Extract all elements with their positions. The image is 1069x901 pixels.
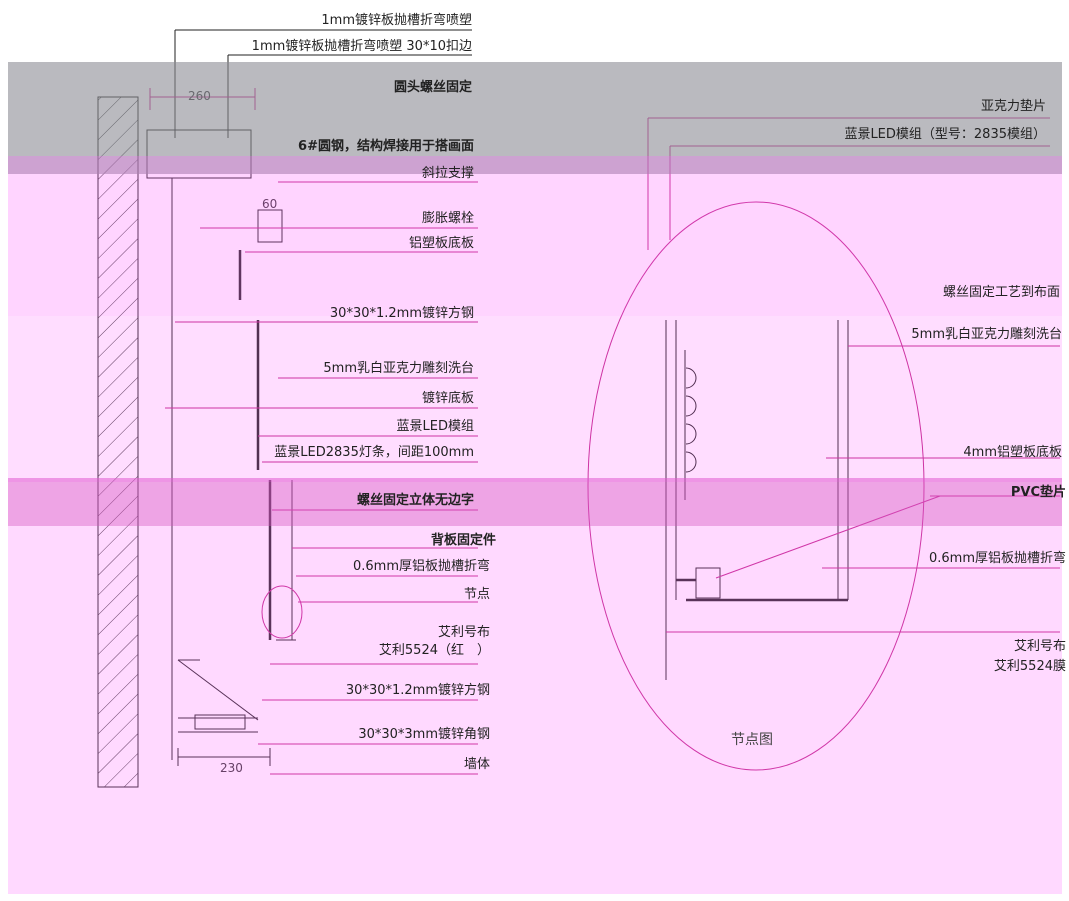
detail-caption: 节点图 <box>731 732 773 748</box>
label-acrylic-spacer: 亚克力垫片 <box>981 98 1046 114</box>
magenta-band-strong <box>8 478 1062 526</box>
label-acrylic-5mm: 5mm乳白亚克力雕刻洗台 <box>323 360 474 376</box>
label-avery-5524-right: 艾利5524膜 <box>994 659 1066 674</box>
label-angle-steel: 30*30*3mm镀锌角钢 <box>358 726 490 742</box>
label-1mm-plate: 1mm镀锌板抛槽折弯喷塑 <box>321 12 472 28</box>
node-circle <box>261 585 303 639</box>
label-alu-0-6mm-right: 0.6mm厚铝板抛槽折弯 <box>929 550 1066 566</box>
label-1mm-plate-edge: 1mm镀锌板抛槽折弯喷塑 30*10扣边 <box>252 38 472 54</box>
label-avery-cloth-right: 艾利号布 <box>1014 639 1066 654</box>
label-3d-letters: 螺丝固定立体无边字 <box>357 492 474 508</box>
gray-band <box>8 62 1062 174</box>
label-diagonal-brace: 斜拉支撑 <box>422 166 474 181</box>
label-screw-to-cloth: 螺丝固定工艺到布面 <box>943 285 1060 300</box>
label-led-strip: 蓝景LED2835灯条，间距100mm <box>274 444 474 460</box>
label-alu-plastic-board: 铝塑板底板 <box>409 235 474 251</box>
dim-60: 60 <box>262 197 277 211</box>
label-backboard-fixer: 背板固定件 <box>431 532 496 548</box>
magenta-band-lower <box>8 526 1062 894</box>
label-pvc-spacer: PVC垫片 <box>1011 484 1066 500</box>
label-wall: 墙体 <box>464 757 490 772</box>
label-led-module-2835: 蓝景LED模组（型号：2835模组） <box>844 127 1046 142</box>
label-avery-cloth: 艾利号布 <box>438 625 490 640</box>
label-round-steel: 6#圆钢，结构焊接用于搭画面 <box>298 138 474 154</box>
magenta-band-upper <box>8 156 1062 316</box>
label-led-module: 蓝景LED模组 <box>397 419 474 434</box>
label-square-steel-top: 30*30*1.2mm镀锌方钢 <box>330 305 474 321</box>
label-avery-5524: 艾利5524（红 ） <box>379 642 490 658</box>
wall-hatch <box>97 96 139 788</box>
label-node: 节点 <box>464 587 490 602</box>
label-alu-plastic-4mm: 4mm铝塑板底板 <box>963 444 1062 460</box>
label-acrylic-5mm-right: 5mm乳白亚克力雕刻洗台 <box>911 326 1062 342</box>
label-square-steel-bottom: 30*30*1.2mm镀锌方钢 <box>346 682 490 698</box>
dim-230: 230 <box>220 761 243 775</box>
label-galvanized-base: 镀锌底板 <box>422 390 474 406</box>
magenta-band-middle <box>8 316 1062 482</box>
label-round-screw: 圆头螺丝固定 <box>394 79 472 95</box>
label-alu-0-6mm: 0.6mm厚铝板抛槽折弯 <box>353 558 490 574</box>
label-expansion-bolt: 膨胀螺栓 <box>422 211 474 226</box>
